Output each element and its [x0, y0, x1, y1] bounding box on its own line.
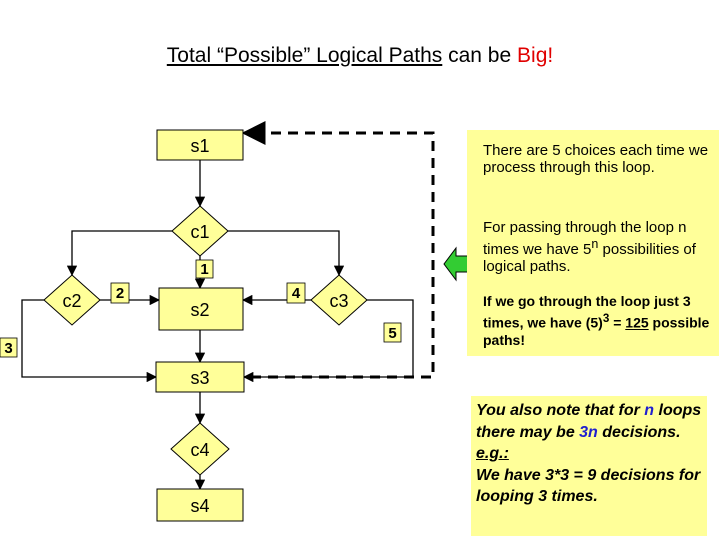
node-c4: c4 [170, 422, 230, 476]
svg-text:c4: c4 [190, 440, 209, 460]
note-five-choices: There are 5 choices each time we process… [483, 142, 709, 176]
edge-label-5: 5 [383, 322, 402, 343]
node-s3: s3 [155, 361, 245, 393]
svg-text:c1: c1 [190, 222, 209, 242]
title-big: Big! [517, 44, 554, 67]
edge-c3-s3 [242, 299, 414, 383]
edge-c1-c3 [228, 230, 345, 277]
svg-text:5: 5 [388, 325, 396, 342]
node-s4: s4 [156, 488, 244, 522]
svg-text:s4: s4 [190, 496, 209, 516]
edge-label-2: 2 [110, 282, 130, 304]
node-c3: c3 [310, 274, 368, 326]
edge-label-1: 1 [195, 259, 214, 279]
svg-text:s2: s2 [190, 300, 209, 320]
edge-label-4: 4 [286, 282, 306, 304]
svg-text:3: 3 [4, 340, 12, 357]
note-n-times: For passing through the loop n times we … [483, 219, 696, 275]
node-s2: s2 [158, 287, 244, 331]
node-c1: c1 [171, 205, 229, 257]
note-box-bottom: You also note that for n loops there may… [471, 396, 707, 536]
node-c2: c2 [43, 274, 101, 326]
note-three-times: If we go through the loop just 3 times, … [483, 293, 710, 348]
svg-text:c3: c3 [329, 291, 348, 311]
edge-label-3: 3 [0, 337, 18, 358]
edge-c1-c2 [66, 230, 172, 277]
svg-text:4: 4 [292, 285, 301, 302]
svg-text:s3: s3 [190, 368, 209, 388]
title-underlined: Total “Possible” Logical Paths [166, 44, 443, 67]
svg-text:s1: s1 [190, 136, 209, 156]
svg-text:2: 2 [116, 285, 124, 302]
note-box-top: There are 5 choices each time we process… [467, 130, 719, 356]
note-decisions: You also note that for n loops there may… [476, 402, 702, 505]
svg-text:c2: c2 [62, 291, 81, 311]
node-s1: s1 [156, 129, 244, 161]
title-middle: can be [442, 44, 518, 67]
svg-text:1: 1 [200, 261, 208, 278]
page-title: Total “Possible” Logical Paths can be Bi… [0, 44, 720, 68]
edge-c2-s3 [21, 299, 158, 383]
